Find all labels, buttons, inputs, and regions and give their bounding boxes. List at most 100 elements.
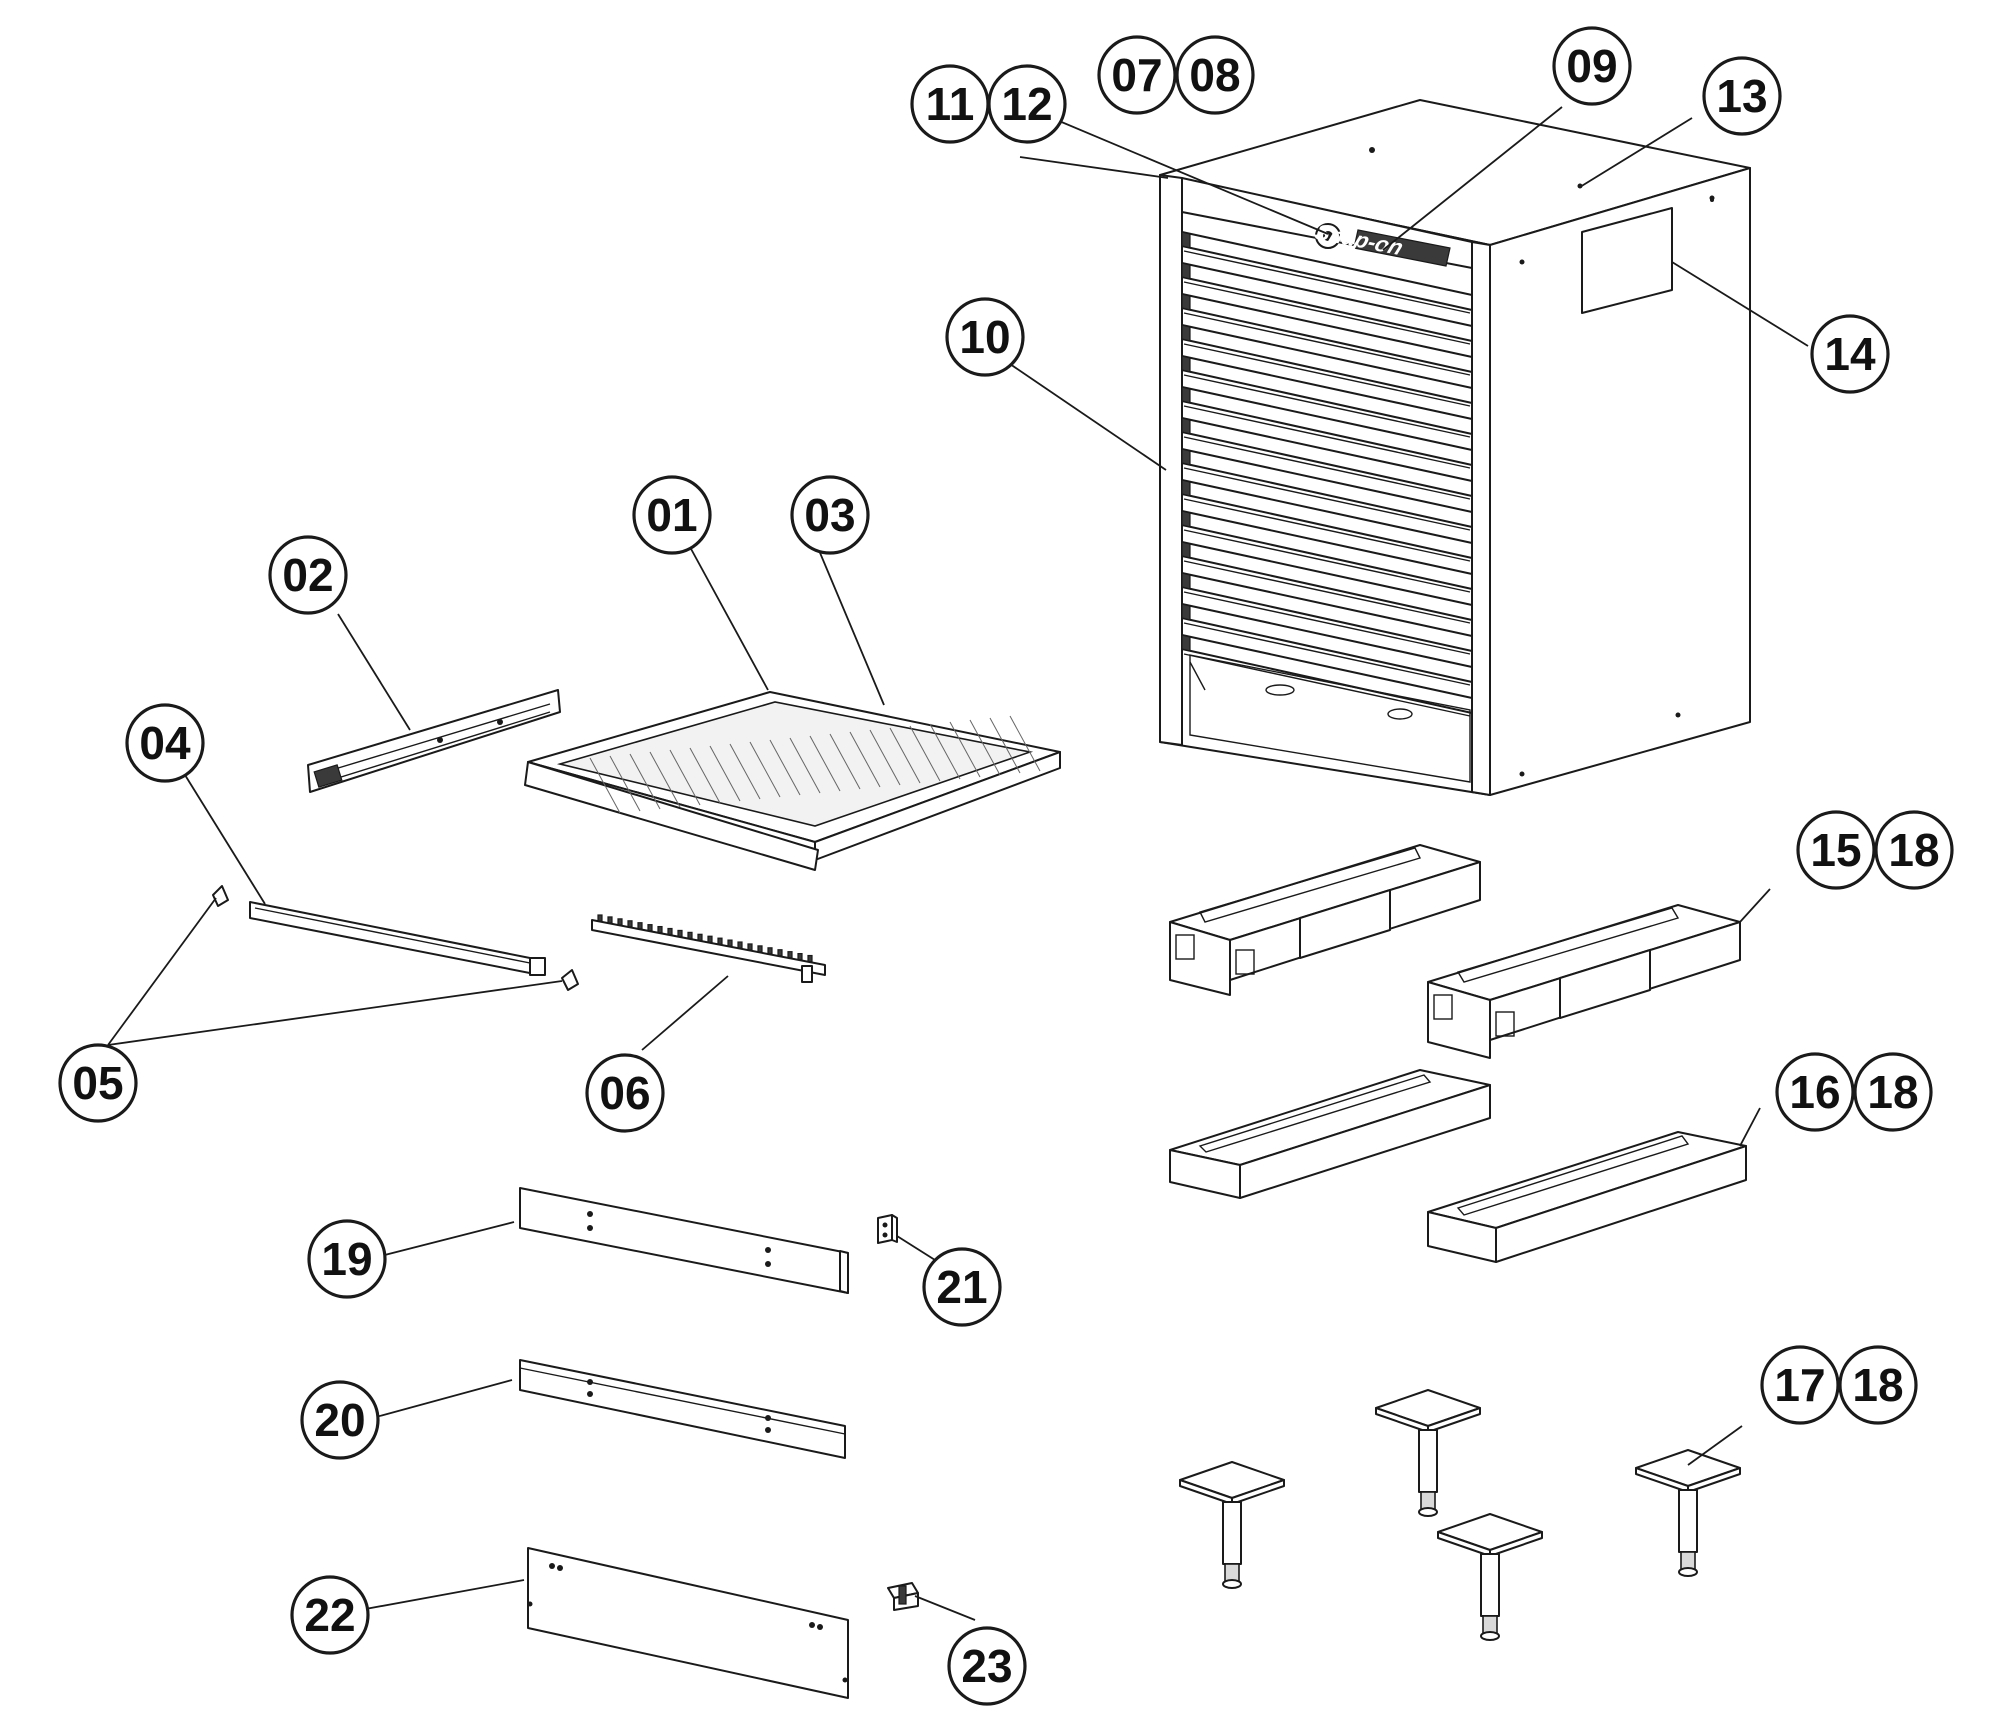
leader-line xyxy=(337,613,411,731)
divider-rail-teeth xyxy=(597,914,813,963)
callout-label: 19 xyxy=(321,1233,372,1285)
callout-label: 02 xyxy=(282,549,333,601)
leader-line xyxy=(184,774,266,905)
drawer-front xyxy=(1181,510,1473,593)
callout-label: 11 xyxy=(926,78,975,130)
callout-c09: 09 xyxy=(1552,26,1632,106)
base-rail-forklift-left xyxy=(1169,844,1481,996)
leveling-foot xyxy=(1375,1389,1481,1517)
callout-c10: 10 xyxy=(945,297,1025,377)
callout-c08: 08 xyxy=(1175,35,1255,115)
callout-label: 12 xyxy=(1001,78,1052,130)
leader-line xyxy=(359,1579,525,1611)
leader-line xyxy=(896,1235,936,1261)
callout-label: 08 xyxy=(1189,49,1240,101)
trim-panel-middle xyxy=(519,1359,846,1459)
trim-panel-lower xyxy=(527,1547,849,1699)
drawer-front xyxy=(1181,572,1473,655)
base-rail-left xyxy=(1169,1069,1491,1199)
drawer-rail xyxy=(249,901,546,976)
drawer-front xyxy=(1181,634,1473,717)
callout-c18c: 18 xyxy=(1838,1345,1918,1425)
drawer-front xyxy=(1181,293,1473,376)
callout-label: 23 xyxy=(961,1640,1012,1692)
callout-label: 09 xyxy=(1566,40,1617,92)
callout-leader-lines xyxy=(107,106,1809,1621)
drawer-front xyxy=(1181,417,1473,500)
drawer-front xyxy=(1181,603,1473,686)
callout-c20: 20 xyxy=(300,1380,380,1460)
callout-c21: 21 xyxy=(922,1247,1002,1327)
callout-label: 10 xyxy=(959,311,1010,363)
callout-c07: 07 xyxy=(1097,35,1177,115)
leader-line xyxy=(1382,106,1563,251)
callout-c14: 14 xyxy=(1810,314,1890,394)
leader-line xyxy=(689,546,769,691)
callout-c19: 19 xyxy=(307,1219,387,1299)
drawer-front xyxy=(1181,231,1473,314)
leader-line xyxy=(1671,261,1809,347)
leader-line xyxy=(107,980,563,1046)
callout-label: 21 xyxy=(936,1261,987,1313)
drawer-front xyxy=(1181,541,1473,624)
drawer-front xyxy=(1181,262,1473,345)
leader-line xyxy=(1019,156,1169,179)
callout-c01: 01 xyxy=(632,475,712,555)
drawer-tray xyxy=(524,691,1061,871)
callout-label: 14 xyxy=(1824,328,1876,380)
leveling-foot xyxy=(1437,1513,1543,1641)
callout-c02: 02 xyxy=(268,535,348,615)
leveling-foot xyxy=(1179,1461,1285,1589)
callout-c17: 17 xyxy=(1760,1345,1840,1425)
callout-label: 03 xyxy=(804,489,855,541)
leader-line xyxy=(1009,363,1167,471)
drawer-front xyxy=(1181,386,1473,469)
rail-clip-right xyxy=(561,969,579,991)
callout-c05: 05 xyxy=(58,1043,138,1123)
callout-c04: 04 xyxy=(125,703,205,783)
callout-label: 17 xyxy=(1774,1359,1825,1411)
callout-label: 20 xyxy=(314,1394,365,1446)
cabinet-drawer-fronts xyxy=(1181,231,1473,717)
callout-label: 13 xyxy=(1716,70,1767,122)
panel-clip-21 xyxy=(877,1214,898,1244)
callout-label: 01 xyxy=(646,489,697,541)
base-rail-forklift-right xyxy=(1427,904,1741,1059)
leader-line xyxy=(1687,1425,1743,1466)
drawer-front xyxy=(1181,324,1473,407)
callout-c18b: 18 xyxy=(1853,1052,1933,1132)
leader-line xyxy=(1579,117,1693,188)
callout-label: 16 xyxy=(1789,1066,1840,1118)
drawer-mat-pattern xyxy=(589,715,1041,814)
callout-label: 18 xyxy=(1888,824,1939,876)
leader-line xyxy=(1051,117,1329,235)
callout-c13: 13 xyxy=(1702,56,1782,136)
trim-panel-upper xyxy=(519,1187,849,1294)
callout-c22: 22 xyxy=(290,1575,370,1655)
drawer-front xyxy=(1181,448,1473,531)
callout-label: 05 xyxy=(72,1057,123,1109)
base-rail-right xyxy=(1427,1131,1747,1263)
callout-label: 15 xyxy=(1810,824,1861,876)
rail-clip-left xyxy=(212,885,229,907)
drawer-front xyxy=(1181,479,1473,562)
callout-c15: 15 xyxy=(1796,810,1876,890)
divider-rail xyxy=(591,914,826,983)
callout-label: 22 xyxy=(304,1589,355,1641)
callout-c06: 06 xyxy=(585,1053,665,1133)
callout-c11: 11 xyxy=(910,64,990,144)
leader-line xyxy=(1739,1107,1761,1147)
cabinet-bottom-compartment xyxy=(1189,654,1471,783)
leader-line xyxy=(914,1595,976,1621)
leader-line xyxy=(107,897,217,1046)
callout-c23: 23 xyxy=(947,1626,1027,1706)
leader-line xyxy=(364,1221,515,1261)
callout-c16: 16 xyxy=(1775,1052,1855,1132)
leader-line xyxy=(641,975,729,1051)
callout-label: 18 xyxy=(1852,1359,1903,1411)
callout-label: 04 xyxy=(139,717,191,769)
lock-cylinder xyxy=(1315,223,1341,249)
leveling-feet xyxy=(1179,1389,1741,1641)
